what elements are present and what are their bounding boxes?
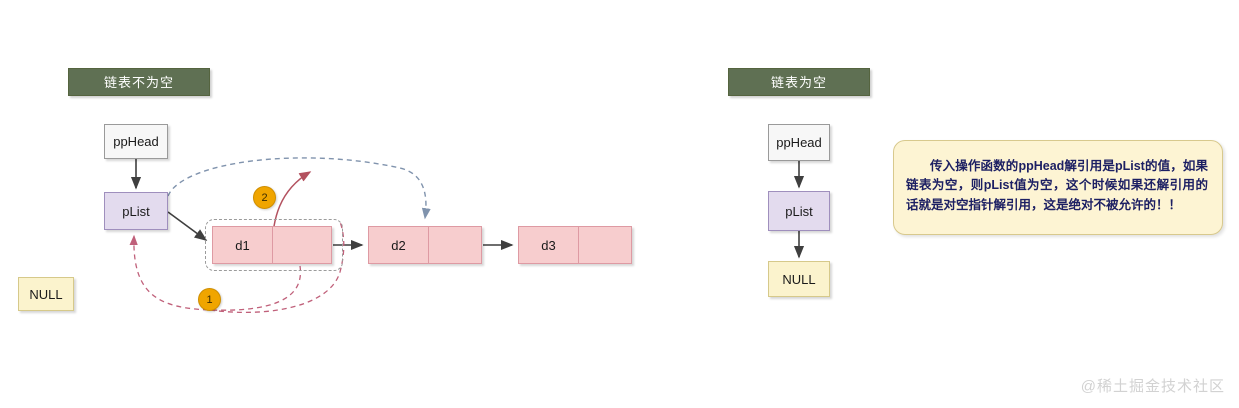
- list-node-d1-data: d1: [213, 227, 273, 263]
- d1-highlight-ring: [205, 219, 343, 271]
- list-node-d2-data: d2: [369, 227, 429, 263]
- node-plist-right: pList: [768, 191, 830, 231]
- curve-plist-to-d2-dashed: [167, 157, 431, 220]
- explanation-callout: 传入操作函数的ppHead解引用是pList的值，如果链表为空，则pList值为…: [893, 140, 1223, 235]
- section-header-right: 链表为空: [728, 68, 870, 96]
- node-plist-left: pList: [104, 192, 168, 230]
- node-pphead-left: ppHead: [104, 124, 168, 159]
- list-node-d3: d3: [518, 226, 632, 264]
- step-badge-2: 2: [253, 186, 276, 209]
- node-pphead-right: ppHead: [768, 124, 830, 161]
- node-null-right: NULL: [768, 261, 830, 297]
- list-node-d1-next: [273, 227, 331, 263]
- list-node-d3-data: d3: [519, 227, 579, 263]
- list-node-d1: d1: [212, 226, 332, 264]
- list-node-d3-next: [579, 227, 631, 263]
- step-badge-1: 1: [198, 288, 221, 311]
- list-node-d2: d2: [368, 226, 482, 264]
- node-null-left: NULL: [18, 277, 74, 311]
- watermark: @稀土掘金技术社区: [1080, 378, 1225, 395]
- arrow-plist-to-d1: [167, 211, 208, 241]
- list-node-d2-next: [429, 227, 481, 263]
- section-header-left: 链表不为空: [68, 68, 210, 96]
